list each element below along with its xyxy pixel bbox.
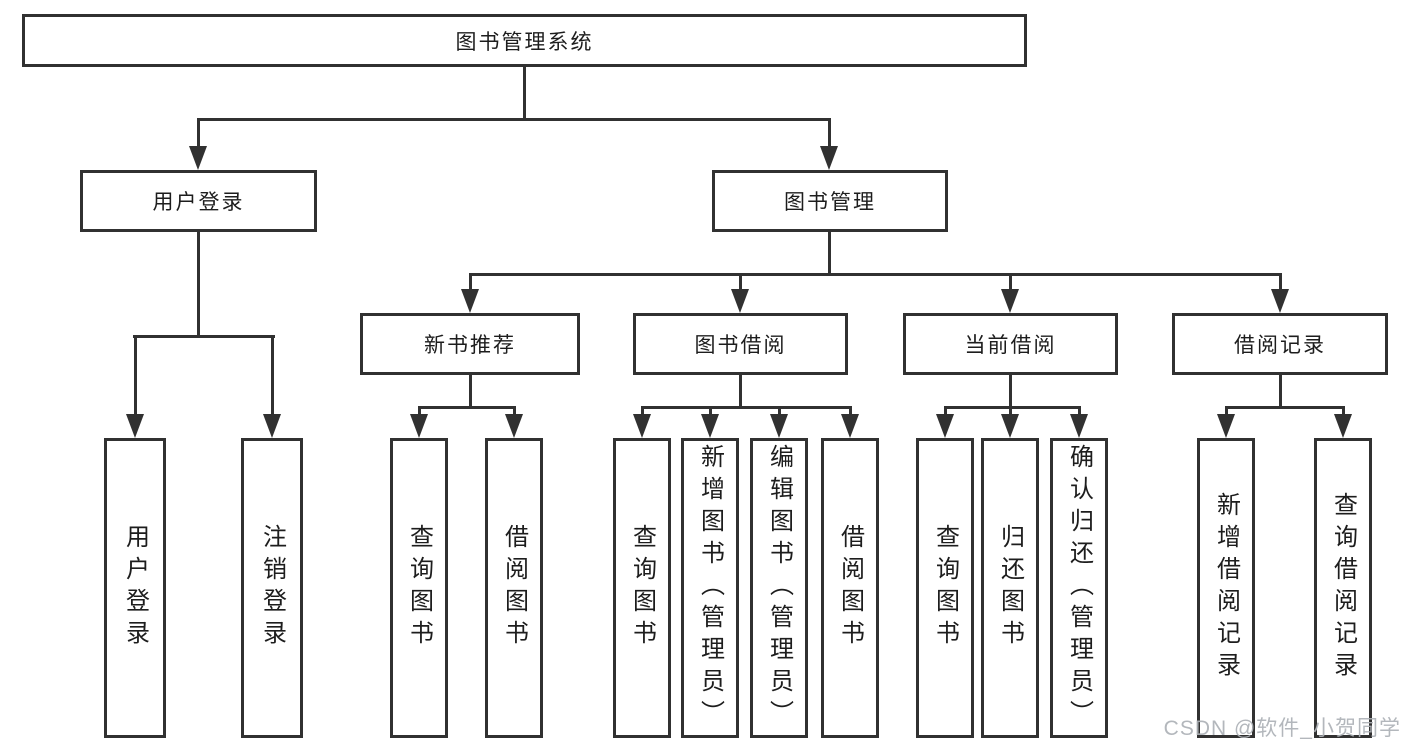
leaf-records-query-record: 查询借阅记录: [1314, 438, 1372, 738]
arrow-down-icon: [770, 414, 788, 438]
connector-line: [739, 375, 742, 409]
leaf-label: 新增图书（管理员）: [696, 444, 724, 732]
leaf-label: 确认归还（管理员）: [1065, 444, 1093, 732]
connector-line: [469, 375, 472, 409]
connector-line: [1078, 406, 1081, 418]
connector-line: [1225, 406, 1228, 418]
leaf-label: 借阅图书: [500, 524, 528, 652]
arrow-down-icon: [1001, 414, 1019, 438]
connector-line: [418, 406, 421, 418]
arrow-down-icon: [936, 414, 954, 438]
connector-line: [1279, 375, 1282, 409]
arrow-down-icon: [633, 414, 651, 438]
arrow-down-icon: [126, 414, 144, 438]
connector-line: [944, 406, 947, 418]
node-label: 新书推荐: [424, 334, 516, 357]
node-current-borrow: 当前借阅: [903, 313, 1118, 375]
node-label: 用户登录: [152, 191, 245, 214]
leaf-newbook-borrow-books: 借阅图书: [485, 438, 543, 738]
connector-line: [134, 335, 137, 417]
leaf-label: 编辑图书（管理员）: [765, 444, 793, 732]
connector-line: [1009, 375, 1012, 409]
leaf-user-login: 用户登录: [104, 438, 166, 738]
connector-line: [1009, 273, 1012, 291]
leaf-current-return-books: 归还图书: [981, 438, 1039, 738]
connector-line: [513, 406, 516, 418]
leaf-label: 借阅图书: [836, 524, 864, 652]
node-user-login: 用户登录: [80, 170, 317, 232]
node-label: 图书管理系统: [455, 30, 594, 54]
leaf-borrow-query-books: 查询图书: [613, 438, 671, 738]
leaf-label: 注销登录: [258, 524, 286, 652]
arrow-down-icon: [461, 289, 479, 313]
node-book-borrow: 图书借阅: [633, 313, 848, 375]
connector-line: [739, 273, 742, 291]
connector-line: [849, 406, 852, 418]
connector-line: [133, 335, 275, 338]
leaf-current-query-books: 查询图书: [916, 438, 974, 738]
arrow-down-icon: [1334, 414, 1352, 438]
connector-line: [197, 232, 200, 338]
connector-line: [944, 406, 1081, 409]
arrow-down-icon: [1001, 289, 1019, 313]
leaf-label: 归还图书: [996, 524, 1024, 652]
leaf-borrow-add-books-admin: 新增图书（管理员）: [681, 438, 739, 738]
node-label: 当前借阅: [964, 334, 1057, 357]
leaf-borrow-edit-books-admin: 编辑图书（管理员）: [750, 438, 808, 738]
leaf-label: 新增借阅记录: [1212, 492, 1240, 684]
arrow-down-icon: [1271, 289, 1289, 313]
node-label: 图书管理: [784, 191, 876, 214]
leaf-borrow-borrow-books: 借阅图书: [821, 438, 879, 738]
arrow-down-icon: [701, 414, 719, 438]
connector-line: [1279, 273, 1282, 291]
arrow-down-icon: [189, 146, 207, 170]
connector-line: [197, 118, 200, 150]
leaf-records-add-record: 新增借阅记录: [1197, 438, 1255, 738]
watermark-text: CSDN @软件_小贺同学: [1163, 717, 1401, 740]
connector-line: [778, 406, 781, 418]
connector-line: [1342, 406, 1345, 418]
arrow-down-icon: [820, 146, 838, 170]
arrow-down-icon: [841, 414, 859, 438]
connector-line: [641, 406, 852, 409]
arrow-down-icon: [410, 414, 428, 438]
leaf-label: 查询借阅记录: [1329, 492, 1357, 684]
connector-line: [469, 273, 1281, 276]
connector-line: [709, 406, 712, 418]
leaf-newbook-query-books: 查询图书: [390, 438, 448, 738]
connector-line: [523, 67, 526, 120]
leaf-label: 查询图书: [931, 524, 959, 652]
connector-line: [271, 335, 274, 417]
leaf-label: 查询图书: [405, 524, 433, 652]
connector-line: [641, 406, 644, 418]
arrow-down-icon: [731, 289, 749, 313]
leaf-current-confirm-return-admin: 确认归还（管理员）: [1050, 438, 1108, 738]
connector-line: [828, 118, 831, 150]
connector-line: [1009, 406, 1012, 418]
arrow-down-icon: [1217, 414, 1235, 438]
node-library-system: 图书管理系统: [22, 14, 1027, 67]
leaf-logout: 注销登录: [241, 438, 303, 738]
node-new-book-recommend: 新书推荐: [360, 313, 580, 375]
node-book-management: 图书管理: [712, 170, 948, 232]
arrow-down-icon: [1070, 414, 1088, 438]
leaf-label: 查询图书: [628, 524, 656, 652]
connector-line: [197, 118, 831, 121]
connector-line: [469, 273, 472, 291]
node-borrow-records: 借阅记录: [1172, 313, 1388, 375]
connector-line: [1225, 406, 1345, 409]
connector-line: [828, 232, 831, 276]
node-label: 借阅记录: [1234, 334, 1326, 357]
arrow-down-icon: [505, 414, 523, 438]
arrow-down-icon: [263, 414, 281, 438]
connector-line: [418, 406, 516, 409]
leaf-label: 用户登录: [121, 524, 149, 652]
node-label: 图书借阅: [694, 334, 787, 357]
